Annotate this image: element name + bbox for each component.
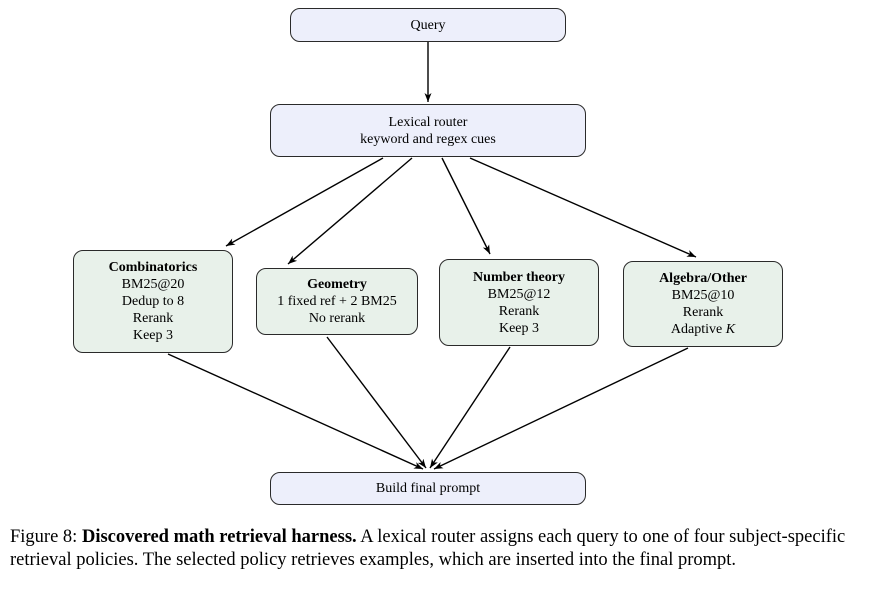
combinatorics-line: BM25@20 xyxy=(121,277,185,292)
number-theory-line: Keep 3 xyxy=(498,320,540,336)
algebra-title: Algebra/Other xyxy=(659,271,747,286)
router-line-1: Lexical router xyxy=(388,114,468,130)
algebra-adaptive-word: Adaptive xyxy=(670,322,723,337)
node-number-theory: Number theory BM25@12 Rerank Keep 3 xyxy=(439,259,599,346)
caption-bold-title: Discovered math retrieval harness. xyxy=(81,527,357,547)
arrow-combinatorics-to-build xyxy=(167,353,424,470)
algebra-line: BM25@10 xyxy=(671,288,735,303)
geometry-title: Geometry xyxy=(307,277,367,292)
node-algebra-other: Algebra/Other BM25@10 Rerank Adaptive K xyxy=(623,261,783,347)
caption-body: A lexical router assigns each query to o… xyxy=(10,527,846,570)
combinatorics-line: Keep 3 xyxy=(132,328,174,343)
arrow-algebra-to-build xyxy=(433,347,689,470)
number-theory-line: Rerank xyxy=(498,303,540,319)
router-line-2: keyword and regex cues xyxy=(360,131,496,147)
build-label: Build final prompt xyxy=(375,481,481,496)
arrow-router-to-algebra xyxy=(469,157,697,258)
node-lexical-router: Lexical router keyword and regex cues xyxy=(270,104,586,157)
node-combinatorics: Combinatorics BM25@20 Dedup to 8 Rerank … xyxy=(73,250,233,353)
node-build-final-prompt: Build final prompt xyxy=(270,472,586,505)
combinatorics-line: Dedup to 8 xyxy=(121,294,185,309)
algebra-line: Rerank xyxy=(682,305,724,320)
caption-figure-label: Figure 8: xyxy=(10,527,78,547)
geometry-line: No rerank xyxy=(308,311,366,326)
combinatorics-line: Rerank xyxy=(132,311,174,326)
combinatorics-title: Combinatorics xyxy=(108,260,198,275)
arrow-router-to-geometry xyxy=(287,157,413,265)
arrow-router-to-number-theory xyxy=(441,157,491,255)
node-query: Query xyxy=(290,8,566,42)
node-geometry: Geometry 1 fixed ref + 2 BM25 No rerank xyxy=(256,268,418,335)
query-label: Query xyxy=(410,17,446,33)
arrow-number-theory-to-build xyxy=(429,346,511,469)
algebra-adaptive-line: Adaptive K xyxy=(671,321,735,338)
number-theory-title: Number theory xyxy=(473,269,565,285)
algebra-adaptive-k: K xyxy=(725,322,736,337)
geometry-line: 1 fixed ref + 2 BM25 xyxy=(277,294,397,309)
arrow-router-to-combinatorics xyxy=(225,157,384,247)
figure-caption: Figure 8: Discovered math retrieval harn… xyxy=(10,526,861,572)
number-theory-line: BM25@12 xyxy=(487,286,551,302)
arrow-geometry-to-build xyxy=(326,336,427,469)
